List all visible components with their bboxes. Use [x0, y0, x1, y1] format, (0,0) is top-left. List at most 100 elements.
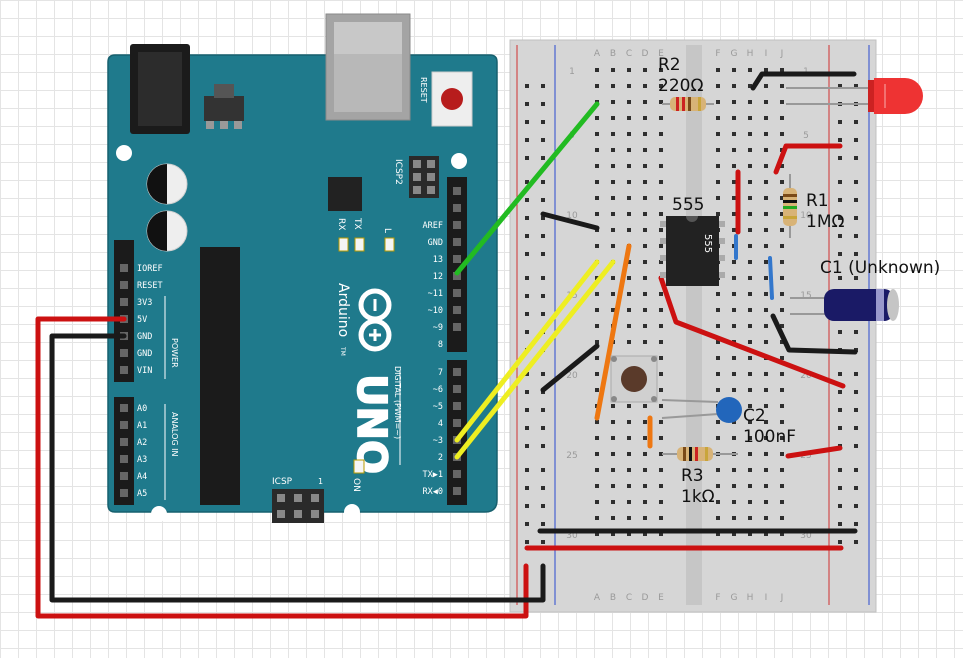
- breadboard-hole[interactable]: [764, 500, 768, 504]
- breadboard-hole[interactable]: [611, 116, 615, 120]
- breadboard-hole[interactable]: [659, 100, 663, 104]
- breadboard-hole[interactable]: [627, 532, 631, 536]
- breadboard-hole[interactable]: [716, 468, 720, 472]
- breadboard-hole[interactable]: [838, 504, 842, 508]
- breadboard-hole[interactable]: [525, 84, 529, 88]
- breadboard-hole[interactable]: [541, 312, 545, 316]
- breadboard-hole[interactable]: [764, 324, 768, 328]
- breadboard-hole[interactable]: [854, 252, 858, 256]
- breadboard-hole[interactable]: [627, 68, 631, 72]
- breadboard-hole[interactable]: [716, 180, 720, 184]
- breadboard-hole[interactable]: [780, 356, 784, 360]
- breadboard-hole[interactable]: [748, 116, 752, 120]
- led-component[interactable]: [786, 78, 923, 114]
- breadboard-hole[interactable]: [595, 132, 599, 136]
- breadboard-hole[interactable]: [748, 292, 752, 296]
- breadboard-hole[interactable]: [595, 372, 599, 376]
- breadboard-hole[interactable]: [732, 84, 736, 88]
- breadboard-hole[interactable]: [854, 540, 858, 544]
- breadboard-hole[interactable]: [748, 500, 752, 504]
- breadboard-hole[interactable]: [659, 324, 663, 328]
- breadboard-hole[interactable]: [525, 372, 529, 376]
- breadboard-hole[interactable]: [627, 292, 631, 296]
- breadboard-hole[interactable]: [611, 164, 615, 168]
- breadboard-hole[interactable]: [748, 148, 752, 152]
- breadboard-hole[interactable]: [764, 68, 768, 72]
- pin-5[interactable]: [453, 402, 461, 410]
- breadboard-hole[interactable]: [611, 532, 615, 536]
- breadboard-hole[interactable]: [780, 516, 784, 520]
- breadboard-hole[interactable]: [611, 132, 615, 136]
- breadboard-hole[interactable]: [541, 120, 545, 124]
- breadboard-hole[interactable]: [764, 116, 768, 120]
- breadboard-hole[interactable]: [780, 100, 784, 104]
- breadboard-hole[interactable]: [525, 468, 529, 472]
- breadboard-hole[interactable]: [643, 484, 647, 488]
- breadboard-hole[interactable]: [627, 500, 631, 504]
- breadboard-hole[interactable]: [854, 120, 858, 124]
- breadboard-hole[interactable]: [525, 180, 529, 184]
- breadboard-hole[interactable]: [643, 116, 647, 120]
- breadboard-hole[interactable]: [595, 164, 599, 168]
- breadboard-hole[interactable]: [627, 100, 631, 104]
- breadboard-hole[interactable]: [611, 276, 615, 280]
- breadboard-hole[interactable]: [659, 484, 663, 488]
- breadboard-hole[interactable]: [525, 426, 529, 430]
- breadboard-hole[interactable]: [764, 404, 768, 408]
- breadboard-hole[interactable]: [748, 324, 752, 328]
- breadboard-hole[interactable]: [838, 522, 842, 526]
- breadboard-hole[interactable]: [611, 484, 615, 488]
- breadboard-hole[interactable]: [780, 420, 784, 424]
- breadboard-hole[interactable]: [659, 292, 663, 296]
- pin-gnd[interactable]: [453, 221, 461, 229]
- breadboard-hole[interactable]: [541, 444, 545, 448]
- pin-9[interactable]: [453, 306, 461, 314]
- breadboard-hole[interactable]: [659, 340, 663, 344]
- pin-4[interactable]: [453, 419, 461, 427]
- breadboard-hole[interactable]: [541, 198, 545, 202]
- breadboard-hole[interactable]: [748, 532, 752, 536]
- breadboard-hole[interactable]: [525, 312, 529, 316]
- breadboard-hole[interactable]: [732, 436, 736, 440]
- reset-button-cap[interactable]: [441, 88, 463, 110]
- breadboard-hole[interactable]: [627, 324, 631, 328]
- breadboard-hole[interactable]: [525, 408, 529, 412]
- breadboard-hole[interactable]: [838, 120, 842, 124]
- breadboard-hole[interactable]: [764, 212, 768, 216]
- capacitor-c1[interactable]: [790, 289, 899, 321]
- breadboard-hole[interactable]: [716, 420, 720, 424]
- breadboard-hole[interactable]: [541, 504, 545, 508]
- breadboard-hole[interactable]: [611, 196, 615, 200]
- breadboard-hole[interactable]: [627, 164, 631, 168]
- breadboard-hole[interactable]: [525, 138, 529, 142]
- pin-0[interactable]: [453, 487, 461, 495]
- breadboard-hole[interactable]: [838, 468, 842, 472]
- breadboard-hole[interactable]: [643, 180, 647, 184]
- breadboard-hole[interactable]: [838, 486, 842, 490]
- breadboard-hole[interactable]: [854, 444, 858, 448]
- breadboard-hole[interactable]: [627, 212, 631, 216]
- breadboard-hole[interactable]: [838, 84, 842, 88]
- breadboard-hole[interactable]: [748, 244, 752, 248]
- breadboard-hole[interactable]: [780, 244, 784, 248]
- breadboard-hole[interactable]: [780, 196, 784, 200]
- wire-red-r1-rail[interactable]: [773, 143, 843, 175]
- breadboard-hole[interactable]: [764, 132, 768, 136]
- breadboard-hole[interactable]: [643, 324, 647, 328]
- breadboard-hole[interactable]: [659, 452, 663, 456]
- pin-gnd[interactable]: [120, 349, 128, 357]
- breadboard-hole[interactable]: [595, 68, 599, 72]
- breadboard-hole[interactable]: [780, 532, 784, 536]
- breadboard-hole[interactable]: [764, 340, 768, 344]
- breadboard-hole[interactable]: [732, 372, 736, 376]
- breadboard-hole[interactable]: [595, 148, 599, 152]
- breadboard-hole[interactable]: [854, 408, 858, 412]
- breadboard-hole[interactable]: [732, 500, 736, 504]
- breadboard-hole[interactable]: [732, 116, 736, 120]
- breadboard-hole[interactable]: [643, 260, 647, 264]
- breadboard-hole[interactable]: [780, 404, 784, 408]
- breadboard-hole[interactable]: [627, 260, 631, 264]
- breadboard-hole[interactable]: [541, 234, 545, 238]
- breadboard-hole[interactable]: [643, 516, 647, 520]
- breadboard-hole[interactable]: [541, 372, 545, 376]
